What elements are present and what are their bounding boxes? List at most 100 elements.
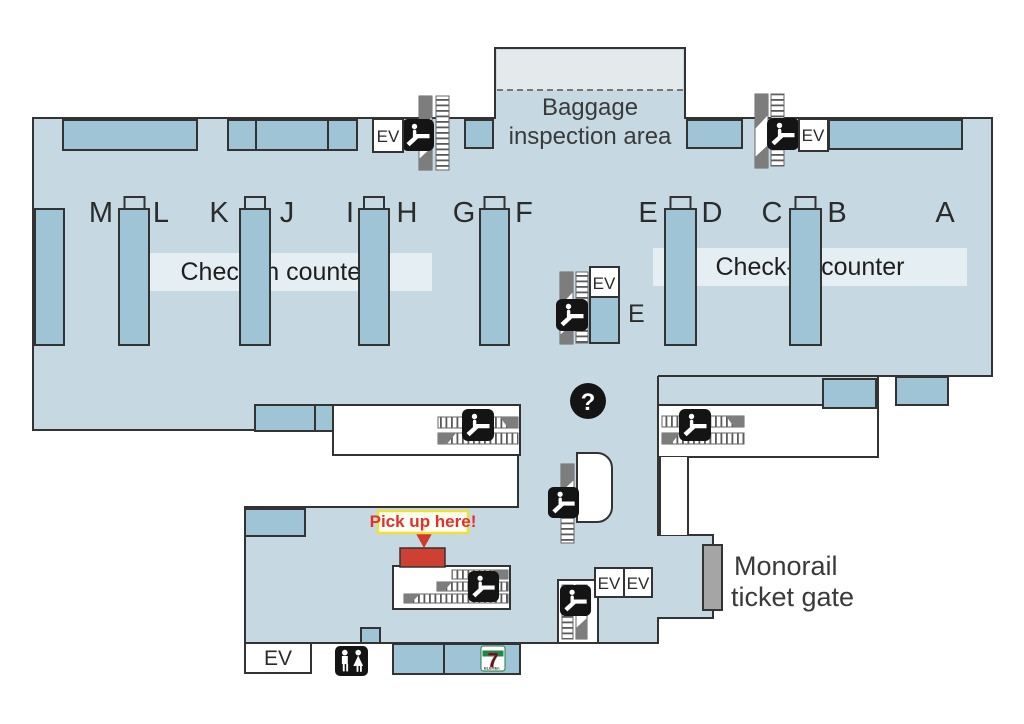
escalator-icon: [767, 118, 799, 150]
corridor-right: [657, 404, 879, 458]
shop-block: [392, 643, 445, 675]
counter-pillar: [239, 208, 271, 346]
counter-pillar: [789, 208, 822, 346]
seven-eleven-green-stripe: [482, 650, 504, 657]
elevator-label: EV: [593, 274, 616, 293]
checkin-label-left: Check-in counter: [181, 258, 370, 286]
escalator-steps: [435, 95, 450, 171]
escalator-icon: [402, 119, 434, 151]
counter-block: [464, 119, 494, 149]
counter-pillar: [479, 208, 510, 346]
counter-letter-c: C: [762, 197, 783, 229]
elevator-box: [798, 118, 829, 152]
escalator-icon: [556, 299, 588, 331]
monorail-label-line1: Monorail: [734, 551, 838, 581]
counter-pillar: [34, 208, 65, 346]
counter-pillar: [664, 208, 697, 346]
counter-block: [227, 119, 358, 151]
counter-letter-m: M: [89, 197, 113, 229]
escalator-strip-shade: [560, 272, 573, 306]
escalator-strip-shade: [500, 417, 518, 428]
escalator-top-right: EV: [754, 93, 829, 169]
counter-letter-l: L: [153, 197, 169, 229]
counter-letter-h: H: [397, 197, 418, 229]
walkway: [660, 457, 688, 535]
counter-letter-a: A: [935, 197, 955, 229]
counter-pillar: [118, 208, 150, 346]
information-point: ?: [570, 383, 606, 419]
counter-pillar: [358, 208, 390, 346]
counter-letter-g: G: [453, 197, 476, 229]
escalator-icon: [679, 409, 711, 441]
seven-eleven-logo: 7 ELEVEn: [480, 645, 506, 672]
escalator-icon: [462, 409, 494, 441]
escalator-strip-shade: [437, 582, 452, 591]
counter-block: [828, 119, 963, 150]
escalator-bank-e: EV E: [556, 266, 645, 345]
counter-letter-b: B: [827, 197, 846, 229]
escalator-strip-shade: [576, 618, 587, 639]
escalator-strip-shade: [404, 594, 420, 603]
counter-letter-k: K: [209, 197, 229, 229]
monorail-walkway: [659, 457, 689, 535]
counter-block: [62, 119, 198, 151]
pickup-label: Pick up here!: [370, 512, 477, 531]
counter-block: [686, 119, 743, 149]
escalator-bank-label: E: [628, 300, 645, 328]
seven-eleven-numeral: 7: [487, 650, 498, 672]
baggage-zone-upper: [497, 50, 683, 90]
counter-letter-d: D: [702, 197, 723, 229]
elevator-label: EV: [264, 647, 292, 670]
escalator-strip-shade: [662, 433, 680, 444]
counter-block: [895, 376, 949, 406]
counter-block: [360, 627, 381, 644]
counter-letter-e: E: [638, 197, 657, 229]
baggage-label-line2: inspection area: [509, 123, 672, 150]
elevator-box: [594, 567, 625, 598]
elevator-label: EV: [598, 574, 621, 593]
escalator-icon: [467, 570, 500, 603]
checkin-counter-pillars: [34, 196, 822, 346]
question-mark-icon: [570, 383, 606, 419]
pickup-arrow: [415, 532, 433, 548]
pickup-target: [399, 547, 446, 568]
corridor-left: [332, 404, 521, 456]
monorail-ticket-gate: Monorail ticket gate: [702, 544, 854, 612]
elevator-label: EV: [377, 127, 400, 146]
ticket-gate-bar: [702, 544, 723, 611]
booth-box: [576, 452, 613, 523]
elevator-box: [372, 118, 404, 153]
elevator-box: [623, 567, 653, 598]
escalator-icon: [559, 584, 592, 617]
counter-letters: M L K J I H G F E D C B A: [89, 197, 955, 229]
seven-eleven-word: ELEVEn: [484, 666, 500, 671]
counter-block: [244, 508, 306, 537]
monorail-label-line2: ticket gate: [731, 582, 854, 612]
counter-block: [314, 404, 334, 432]
escalator-strip-shade: [726, 416, 744, 427]
top-wall-counters: [62, 119, 963, 151]
counter-block: [589, 296, 620, 344]
baggage-inspection-zone: Baggage inspection area: [497, 50, 683, 150]
counter-block: [254, 404, 316, 432]
bottom-strip: EV 7 ELEVEn: [244, 642, 521, 676]
counter-letter-i: I: [346, 197, 354, 229]
elevator-label: EV: [802, 126, 825, 145]
baggage-label-line1: Baggage: [542, 94, 638, 121]
counter-block: [822, 378, 877, 409]
escalator-strip-shade: [755, 94, 768, 129]
elevator-label: EV: [627, 574, 650, 593]
escalator-strip-shade: [438, 433, 456, 444]
restroom-icon: [335, 646, 368, 676]
escalator-bottom-center: EV EV: [557, 567, 653, 644]
elevator-box: [589, 266, 620, 298]
escalator-strip-shade: [561, 464, 574, 492]
escalator-strip-shade: [755, 145, 768, 168]
pickup-label-box: [376, 509, 470, 535]
central-booth: [547, 452, 613, 544]
escalator-icon: [547, 486, 580, 519]
counter-letter-j: J: [280, 197, 295, 229]
information-symbol: ?: [581, 389, 596, 416]
